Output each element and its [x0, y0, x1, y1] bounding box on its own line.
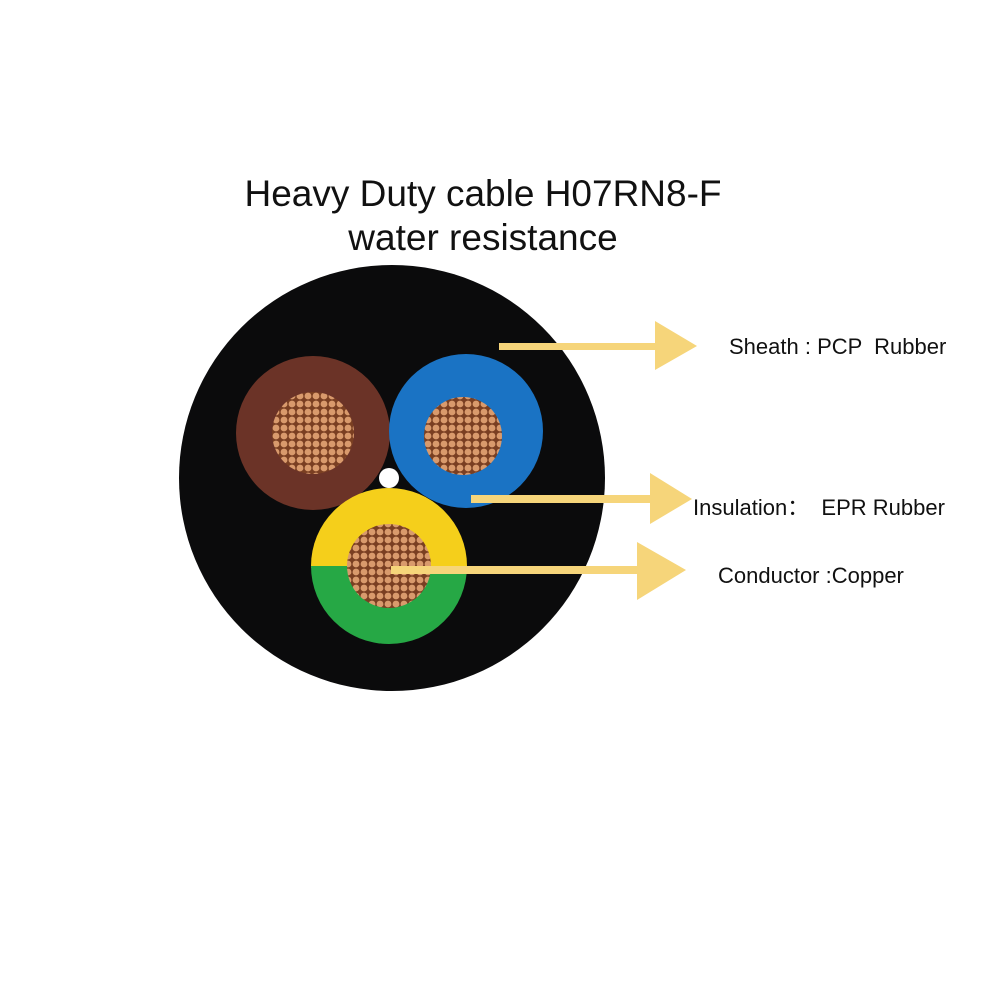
arrow-conductor	[391, 542, 686, 600]
diagram-title-line-1: Heavy Duty cable H07RN8-F	[244, 173, 722, 214]
yellow-green-core-conductor	[347, 524, 431, 608]
sheath-label: Sheath : PCP Rubber	[729, 334, 947, 359]
brown-core-conductor	[272, 392, 354, 474]
diagram-title-line-2: water resistance	[348, 217, 618, 258]
insulation-label: Insulation： EPR Rubber	[693, 495, 945, 520]
center-filler	[379, 468, 399, 488]
conductor-label: Conductor :Copper	[718, 563, 904, 588]
arrow-insulation	[471, 473, 692, 524]
blue-core-conductor	[424, 397, 502, 475]
arrow-sheath	[499, 321, 697, 370]
